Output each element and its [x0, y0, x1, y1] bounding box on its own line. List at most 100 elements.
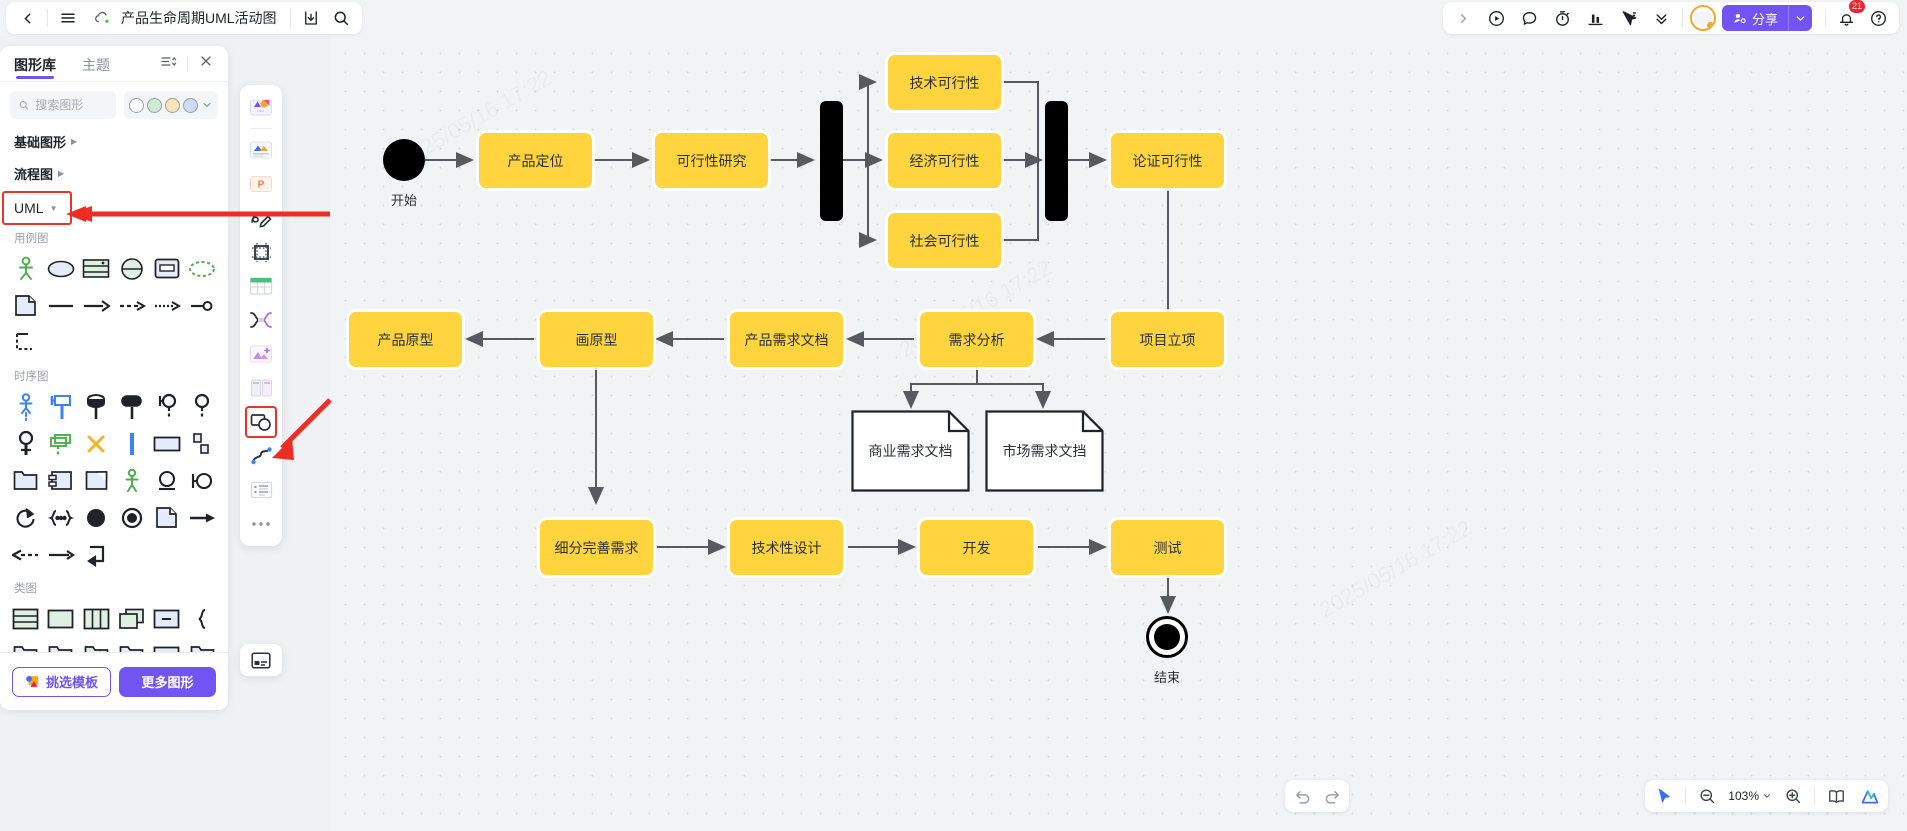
shape-boundary-circle-icon[interactable] — [185, 388, 220, 425]
category-流程图[interactable]: 流程图▶ — [0, 155, 228, 187]
diagram-node-细分完善需求[interactable]: 细分完善需求 — [540, 520, 653, 575]
shape-x-mark-icon[interactable] — [79, 425, 114, 462]
shape-class-3row-icon[interactable] — [8, 600, 43, 637]
shape-note-icon[interactable] — [8, 287, 43, 324]
diagram-node-产品定位[interactable]: 产品定位 — [479, 133, 592, 188]
diagram-node-开发[interactable]: 开发 — [920, 520, 1033, 575]
shape-control-lifeline-icon[interactable] — [114, 388, 149, 425]
pen-scribble-icon[interactable] — [245, 202, 277, 234]
shape-class-stack-icon[interactable] — [114, 600, 149, 637]
category-uml[interactable]: UML ▼ — [2, 191, 72, 225]
back-icon[interactable] — [14, 5, 40, 31]
avatar[interactable] — [1689, 5, 1716, 31]
shape-rect-icon[interactable] — [149, 425, 184, 462]
shape-elbow-arrow-icon[interactable] — [79, 536, 114, 573]
share-button[interactable]: 分享 — [1721, 5, 1788, 31]
diagram-node-画原型[interactable]: 画原型 — [540, 312, 653, 367]
redo-icon[interactable] — [1319, 784, 1343, 808]
category-基础图形[interactable]: 基础图形▶ — [0, 123, 228, 155]
question-circle-icon[interactable] — [1865, 5, 1891, 31]
diagram-node-需求分析[interactable]: 需求分析 — [920, 312, 1033, 367]
book-open-icon[interactable] — [1824, 784, 1848, 808]
color-chip-yellow[interactable] — [165, 97, 180, 113]
diagram-node-商业需求文档[interactable]: 商业需求文档 — [851, 410, 970, 492]
shape-component-icon[interactable] — [43, 462, 78, 499]
diagram-node-论证可行性[interactable]: 论证可行性 — [1111, 133, 1224, 188]
shape-actor-green-icon[interactable] — [114, 462, 149, 499]
list-icon[interactable] — [245, 474, 277, 506]
shape-port-circle-icon[interactable] — [185, 462, 220, 499]
undo-icon[interactable] — [1291, 784, 1315, 808]
shape-initial-node-icon[interactable] — [79, 499, 114, 536]
shape-circle-line-icon[interactable] — [149, 462, 184, 499]
shape-dotted-arrow-icon[interactable] — [149, 287, 184, 324]
diagram-node-end[interactable] — [1146, 616, 1188, 658]
share-dropdown-caret[interactable] — [1788, 5, 1812, 31]
bezier-curve-icon[interactable] — [245, 440, 277, 472]
diagram-node-测试[interactable]: 测试 — [1111, 520, 1224, 575]
diagram-node-社会可行性[interactable]: 社会可行性 — [888, 213, 1001, 268]
diagram-node-项目立项[interactable]: 项目立项 — [1111, 312, 1224, 367]
shape-entity-lifeline-icon[interactable] — [79, 388, 114, 425]
table-icon[interactable] — [245, 270, 277, 302]
diagram-canvas[interactable]: 2025/05/16 17:22 2025/05/16 17:22 2025/0… — [330, 36, 1907, 831]
sort-list-icon[interactable] — [160, 53, 177, 75]
ai-sparkle-icon[interactable] — [1857, 784, 1881, 808]
shape-filled-arrow-icon[interactable] — [185, 499, 220, 536]
diagram-node-fork-bar[interactable] — [820, 101, 843, 221]
more-shapes-button[interactable]: 更多图形 — [119, 666, 216, 697]
diagram-node-可行性研究[interactable]: 可行性研究 — [655, 133, 768, 188]
diagram-node-市场需求文挡[interactable]: 市场需求文挡 — [985, 410, 1104, 492]
shape-control-circle-icon[interactable] — [149, 388, 184, 425]
color-chip-blue[interactable] — [183, 97, 198, 113]
shape-class-brace-icon[interactable] — [185, 600, 220, 637]
shape-list[interactable]: 基础图形▶ 流程图▶ UML ▼ 用例图 时序图 — [0, 123, 228, 680]
download-icon[interactable] — [298, 5, 324, 31]
double-chevron-down-icon[interactable] — [1649, 5, 1675, 31]
image-icon[interactable] — [245, 338, 277, 370]
shape-dashed-ellipse-icon[interactable] — [185, 250, 220, 287]
shape-class-3col-icon[interactable] — [79, 600, 114, 637]
color-filter-chips[interactable] — [124, 91, 218, 119]
shape-boundary-lifeline-icon[interactable] — [43, 388, 78, 425]
shape-loop-arrow-icon[interactable] — [8, 499, 43, 536]
search-input-wrapper[interactable] — [10, 91, 116, 119]
diagram-node-技术可行性[interactable]: 技术可行性 — [888, 55, 1001, 110]
shape-braces-icon[interactable] — [43, 499, 78, 536]
shape-corner-dashed-icon[interactable] — [8, 324, 43, 361]
shape-arrow-icon[interactable] — [79, 287, 114, 324]
search-input[interactable] — [35, 98, 108, 112]
shape-simple-arrow-icon[interactable] — [43, 536, 78, 573]
play-circle-icon[interactable] — [1484, 5, 1510, 31]
close-icon[interactable] — [198, 53, 214, 74]
shape-split-ellipse-icon[interactable] — [114, 250, 149, 287]
shape-combined-fragment-icon[interactable] — [185, 425, 220, 462]
shape-actor-icon[interactable] — [8, 250, 43, 287]
shape-dashed-left-arrow-icon[interactable] — [8, 536, 43, 573]
cursor-select-icon[interactable] — [1652, 784, 1676, 808]
shape-green-frames-icon[interactable] — [43, 425, 78, 462]
color-chip-white[interactable] — [129, 97, 144, 113]
tab-theme[interactable]: 主题 — [82, 56, 110, 73]
shape-actor-lifeline-icon[interactable] — [8, 388, 43, 425]
diagram-node-产品需求文档[interactable]: 产品需求文档 — [730, 312, 843, 367]
diagram-node-start[interactable] — [383, 139, 425, 181]
bell-icon[interactable]: 21 — [1833, 0, 1865, 31]
note-panel-icon[interactable] — [240, 644, 282, 676]
shape-boundary-box-icon[interactable] — [149, 250, 184, 287]
search-icon[interactable] — [328, 5, 354, 31]
chevron-down-icon[interactable] — [201, 99, 213, 111]
shape-entity-actor-icon[interactable] — [8, 425, 43, 462]
shapes-icon[interactable] — [245, 91, 277, 123]
shape-dashed-arrow-icon[interactable] — [114, 287, 149, 324]
shape-document-icon[interactable] — [149, 499, 184, 536]
ellipsis-icon[interactable] — [245, 508, 277, 540]
frame-icon[interactable] — [245, 236, 277, 268]
shape-line-circle-icon[interactable] — [185, 287, 220, 324]
color-chip-green[interactable] — [147, 97, 162, 113]
shape-group-icon[interactable] — [245, 406, 277, 438]
shape-folder-icon[interactable] — [8, 462, 43, 499]
zoom-level[interactable]: 103% — [1728, 789, 1772, 803]
chevron-right-icon[interactable] — [1451, 5, 1477, 31]
shape-final-node-icon[interactable] — [114, 499, 149, 536]
